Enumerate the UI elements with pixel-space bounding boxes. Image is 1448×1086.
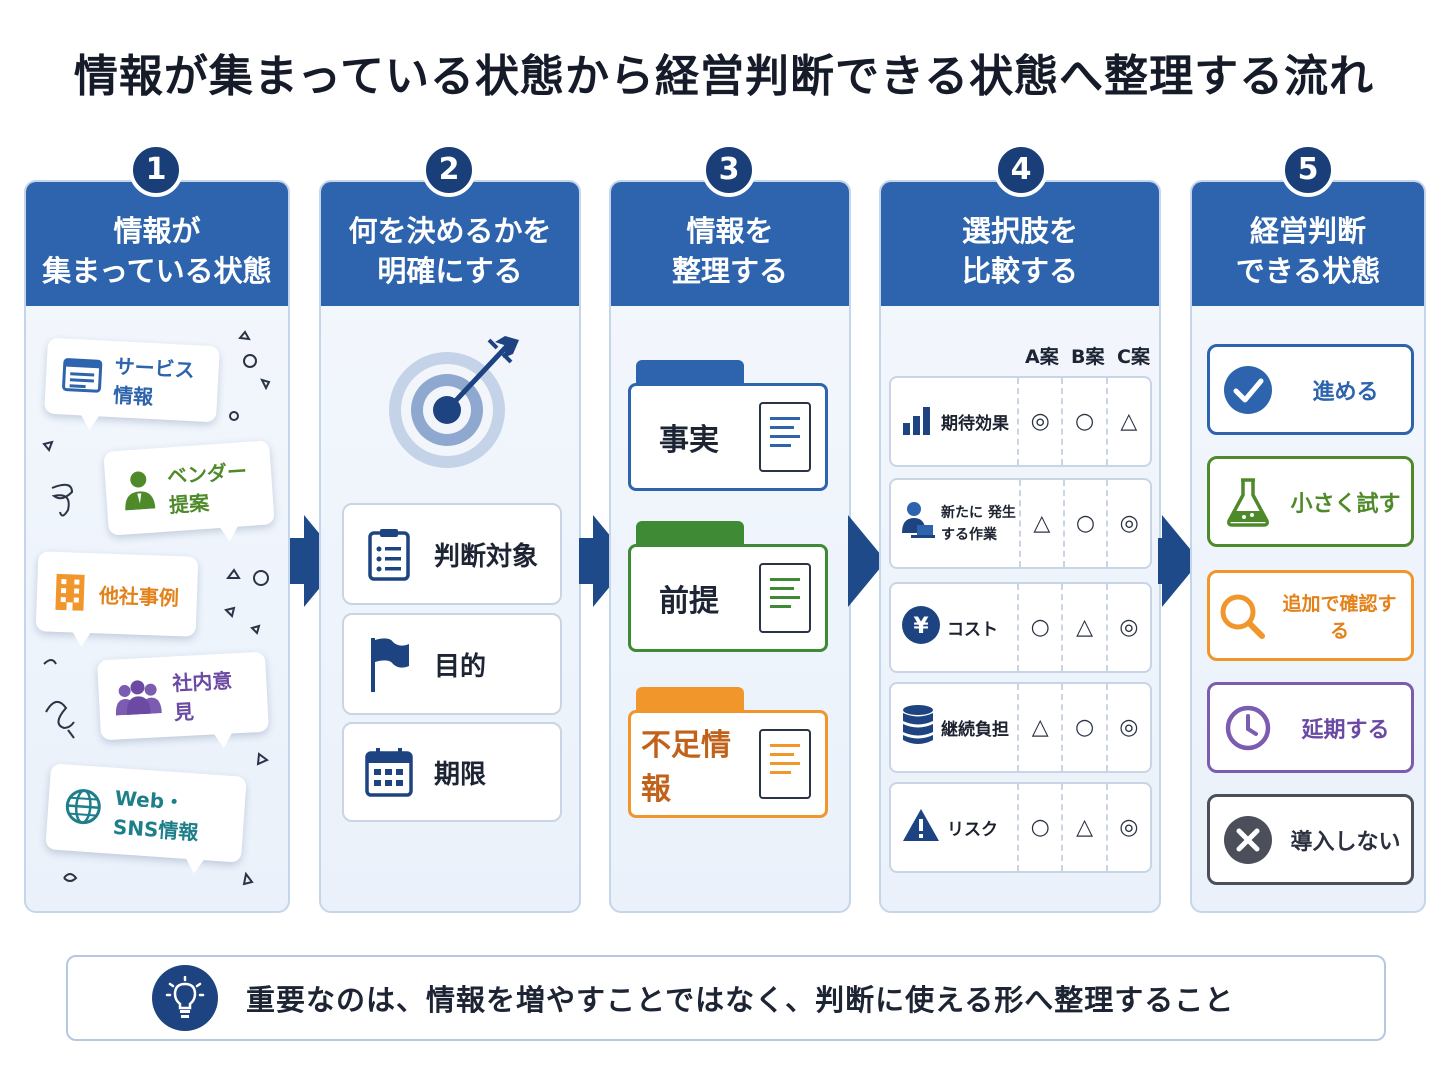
folder-tab-facts — [636, 360, 744, 386]
rating-cell: ○ — [1017, 584, 1061, 671]
rating-cell: ○ — [1061, 684, 1105, 771]
rating-cell: ○ — [1017, 784, 1061, 871]
flag-icon — [344, 636, 434, 692]
step-3-header: 情報を 整理する — [611, 182, 849, 306]
flask-icon — [1210, 477, 1286, 527]
lightbulb-icon — [152, 965, 218, 1031]
warning-icon — [901, 807, 941, 848]
target-icon — [385, 330, 525, 479]
decorative-scribbles — [0, 0, 290, 900]
rating-cell: ◎ — [1106, 480, 1150, 567]
worker-icon — [901, 501, 935, 546]
option-c-header: C案 — [1117, 346, 1150, 368]
svg-text:¥: ¥ — [913, 614, 929, 639]
step-5-number: 5 — [1281, 143, 1335, 197]
building-icon — [52, 569, 88, 615]
flow-arrow-2-stem — [579, 538, 593, 584]
source-other-company-cases: 他社事例 — [35, 551, 199, 637]
decision-item-purpose: 目的 — [342, 613, 562, 715]
source-internal-opinions: 社内意見 — [97, 651, 269, 741]
rating-cell: △ — [1019, 480, 1063, 567]
check-icon — [1210, 365, 1286, 415]
source-web-sns: Web・SNS情報 — [45, 763, 247, 863]
folder-premises: 前提 — [628, 544, 828, 652]
decision-check-further: 追加で確認する — [1207, 570, 1414, 661]
decision-postpone: 延期する — [1207, 682, 1414, 773]
takeaway-text: 重要なのは、情報を増やすことではなく、判断に使える形へ整理すること — [246, 983, 1235, 1017]
step-1-header: 情報が 集まっている状態 — [26, 182, 288, 306]
source-service-info: サービス情報 — [44, 337, 220, 423]
decision-item-target: 判断対象 — [342, 503, 562, 605]
folder-missing-info: 不足情報 — [628, 710, 828, 818]
decision-item-deadline: 期限 — [342, 722, 562, 822]
database-icon — [901, 704, 935, 751]
document-icon — [759, 563, 811, 633]
takeaway-banner: 重要なのは、情報を増やすことではなく、判断に使える形へ整理すること — [66, 955, 1386, 1041]
calendar-icon — [344, 747, 434, 797]
rating-cell: ◎ — [1105, 684, 1150, 771]
comparison-row-expected-effect: 期待効果 ◎ ○ △ — [889, 376, 1152, 467]
bar-chart-icon — [901, 403, 935, 440]
decision-small-trial: 小さく試す — [1207, 456, 1414, 547]
rating-cell: ◎ — [1105, 584, 1150, 671]
flow-arrow-1-stem — [290, 538, 304, 584]
clock-icon — [1210, 704, 1286, 752]
group-icon — [114, 677, 162, 720]
page-title: 情報が集まっている状態から経営判断できる状態へ整理する流れ — [73, 51, 1375, 102]
document-icon — [759, 729, 811, 799]
folder-tab-premises — [636, 521, 744, 547]
source-vendor-proposal: ベンダー提案 — [103, 440, 275, 536]
step-1-number: 1 — [129, 143, 183, 197]
step-4-number: 4 — [994, 143, 1048, 197]
option-b-header: B案 — [1071, 346, 1105, 368]
comparison-row-new-work: 新たに 発生する作業 △ ○ ◎ — [889, 478, 1152, 569]
person-icon — [121, 468, 158, 515]
step-5-header: 経営判断 できる状態 — [1192, 182, 1424, 306]
rating-cell: ○ — [1061, 378, 1105, 465]
folder-facts: 事実 — [628, 383, 828, 491]
rating-cell: ◎ — [1017, 378, 1061, 465]
comparison-row-risk: リスク ○ △ ◎ — [889, 782, 1152, 873]
magnifier-icon — [1210, 593, 1274, 639]
option-a-header: A案 — [1025, 346, 1059, 368]
rating-cell: ○ — [1062, 480, 1107, 567]
yen-icon: ¥ — [901, 605, 941, 650]
rating-cell: △ — [1017, 684, 1061, 771]
globe-icon — [63, 786, 104, 832]
decision-do-not-adopt: 導入しない — [1207, 794, 1414, 885]
rating-cell: ◎ — [1105, 784, 1150, 871]
browser-icon — [61, 357, 103, 398]
step-3-number: 3 — [702, 143, 756, 197]
step-2-number: 2 — [422, 143, 476, 197]
comparison-row-cost: ¥コスト ○ △ ◎ — [889, 582, 1152, 673]
step-4-header: 選択肢を 比較する — [881, 182, 1159, 306]
rating-cell: △ — [1061, 584, 1105, 671]
x-icon — [1210, 815, 1286, 865]
folder-tab-missing-info — [636, 687, 744, 713]
rating-cell: △ — [1105, 378, 1150, 465]
rating-cell: △ — [1061, 784, 1105, 871]
clipboard-icon — [344, 527, 434, 581]
step-2-header: 何を決めるかを 明確にする — [321, 182, 579, 306]
document-icon — [759, 402, 811, 472]
decision-proceed: 進める — [1207, 344, 1414, 435]
comparison-row-ongoing-burden: 継続負担 △ ○ ◎ — [889, 682, 1152, 773]
